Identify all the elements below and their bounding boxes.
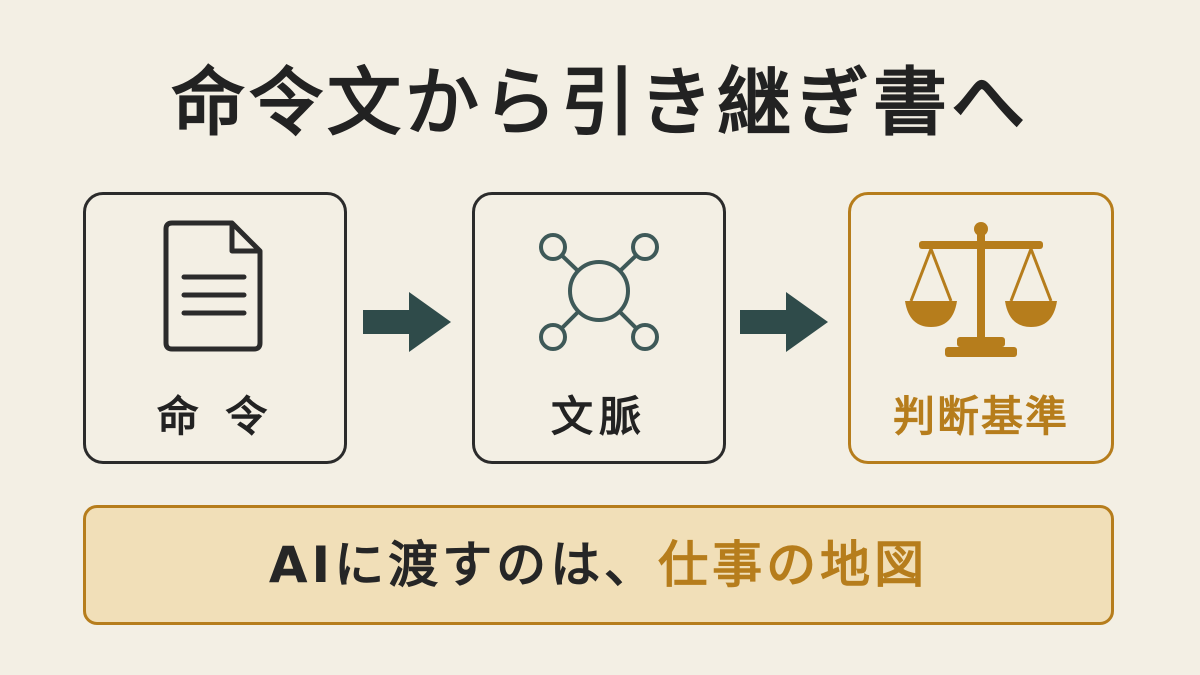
arrow-right-icon [740,290,830,358]
scales-icon [851,215,1111,375]
step-label-context: 文脈 [550,392,647,441]
arrow-right-icon [363,290,453,358]
step-label-criteria: 判断基準 [892,392,1069,441]
network-icon [475,215,723,375]
summary-banner: AIに渡すのは、仕事の地図 [83,505,1114,625]
document-icon [86,215,344,375]
banner-text: AIに渡すのは、 [268,536,659,594]
step-card-command: 命 令 [83,192,347,464]
page-title: 命令文から引き継ぎ書へ [171,60,1029,146]
step-card-context: 文脈 [472,192,726,464]
step-card-criteria: 判断基準 [848,192,1114,464]
step-label-command: 命 令 [156,392,274,441]
banner-highlight: 仕事の地図 [658,536,929,594]
